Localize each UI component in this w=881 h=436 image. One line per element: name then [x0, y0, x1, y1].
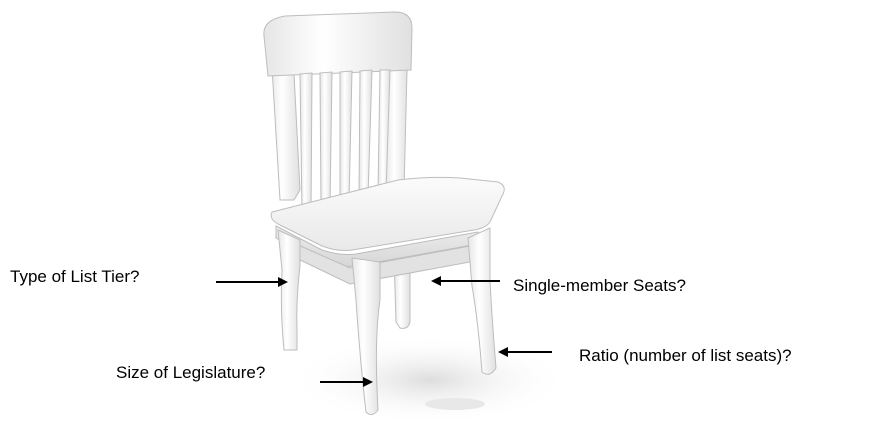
- floor-reflection: [425, 398, 485, 410]
- label-type-of-list-tier: Type of List Tier?: [10, 267, 139, 287]
- chair-floor-shadow: [290, 335, 570, 425]
- chair-slat: [340, 71, 352, 201]
- label-single-member-seats: Single-member Seats?: [513, 276, 686, 296]
- label-size-of-legislature: Size of Legislature?: [116, 363, 265, 383]
- chair-slat: [300, 73, 312, 212]
- chair-slat: [320, 72, 332, 206]
- chair-front-left-leg: [278, 230, 300, 350]
- label-ratio: Ratio (number of list seats)?: [579, 346, 792, 366]
- chair-slat: [359, 70, 372, 196]
- chair-top-rail: [264, 12, 412, 76]
